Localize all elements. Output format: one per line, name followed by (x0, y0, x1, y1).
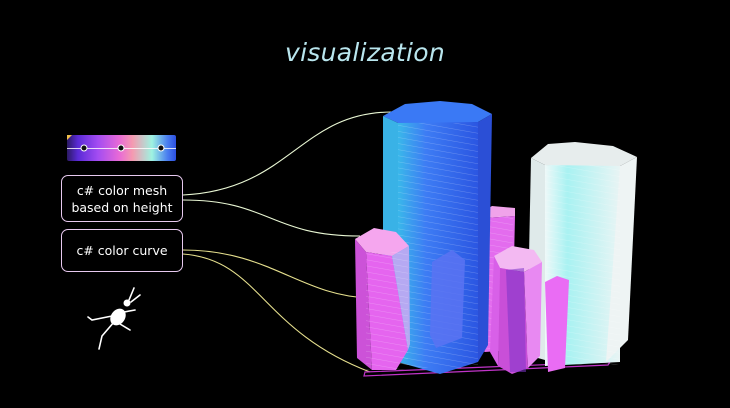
wire-curve-1 (182, 249, 371, 299)
tower-pink-left (355, 228, 410, 370)
wire-mesh-2 (182, 199, 361, 237)
color-mesh-text: c# color mesh based on height (71, 182, 173, 215)
grasshopper-icon (87, 287, 141, 350)
gradient-knot-1[interactable] (80, 144, 88, 152)
gradient-knot-3[interactable] (157, 144, 165, 152)
color-curve-text: c# color curve (76, 243, 168, 258)
tower-pink-front (490, 246, 569, 374)
color-mesh-label: c# color mesh based on height (61, 175, 183, 222)
gradient-knot-2[interactable] (117, 144, 125, 152)
wire-mesh-1 (182, 111, 393, 196)
page-title: visualization (284, 38, 446, 67)
connector-wires (182, 111, 393, 373)
color-curve-label: c# color curve (61, 229, 183, 272)
wire-curve-2 (182, 253, 371, 373)
tower-cyan (527, 142, 637, 366)
gradient-corner-marker (67, 135, 72, 140)
